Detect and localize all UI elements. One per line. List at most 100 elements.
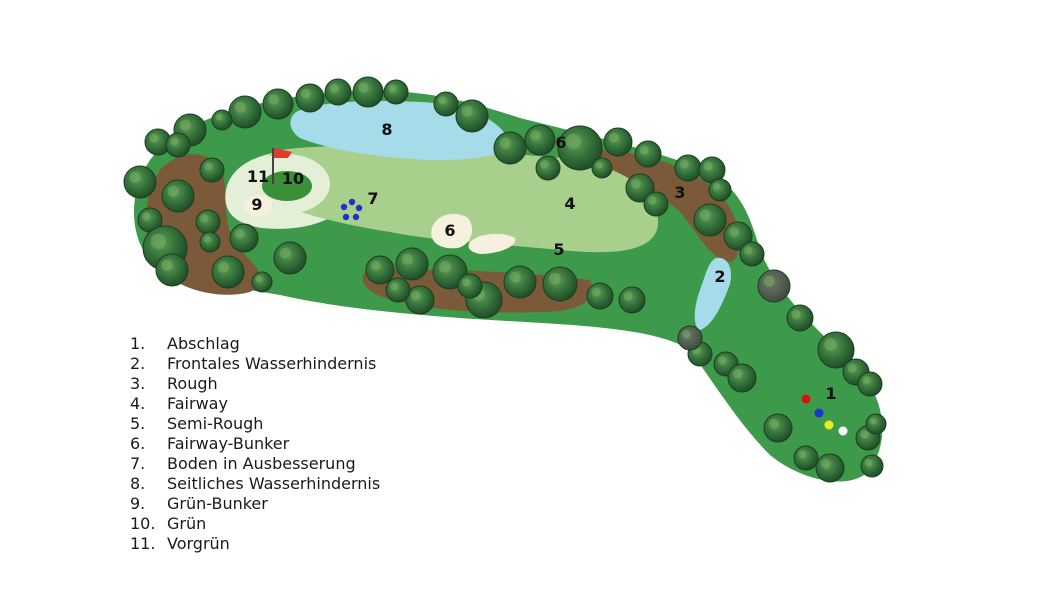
tree-icon xyxy=(228,95,262,129)
tree-highlight xyxy=(630,178,641,189)
tree-highlight xyxy=(862,376,871,385)
legend-label: Semi-Rough xyxy=(167,414,264,433)
tree-icon xyxy=(199,231,221,253)
tree-highlight xyxy=(732,368,743,379)
tree-highlight xyxy=(768,418,779,429)
tree-icon xyxy=(757,269,791,303)
legend-label: Grün-Bunker xyxy=(167,494,268,513)
legend-item: 3.Rough xyxy=(130,374,380,394)
tree-highlight xyxy=(204,162,213,171)
tree-highlight xyxy=(548,272,561,285)
tree-icon xyxy=(542,266,578,302)
tree-highlight xyxy=(234,101,246,113)
tree-icon xyxy=(618,286,646,314)
tree-highlight xyxy=(682,330,691,339)
tree-highlight xyxy=(255,275,263,283)
tree-highlight xyxy=(608,132,619,143)
label-semi-rough: 5 xyxy=(553,240,564,259)
legend-item: 2.Frontales Wasserhindernis xyxy=(130,354,380,374)
tree-highlight xyxy=(401,253,413,265)
tree-highlight xyxy=(179,119,191,131)
tree-icon xyxy=(677,325,703,351)
tree-icon xyxy=(383,79,409,105)
legend-item: 6.Fairway-Bunker xyxy=(130,434,380,454)
tree-highlight xyxy=(699,209,711,221)
tree-icon xyxy=(693,203,727,237)
tree-highlight xyxy=(279,247,291,259)
legend-item: 4.Fairway xyxy=(130,394,380,414)
tree-icon xyxy=(643,191,669,217)
tree-icon xyxy=(786,304,814,332)
tree-highlight xyxy=(530,130,541,141)
tree-highlight xyxy=(390,282,399,291)
front-water-hazard xyxy=(694,257,732,330)
tree-highlight xyxy=(215,113,223,121)
tree-highlight xyxy=(820,458,831,469)
legend-item: 11.Vorgrün xyxy=(130,534,380,554)
tree-icon xyxy=(455,99,489,133)
tree-icon xyxy=(262,88,294,120)
tree-highlight xyxy=(712,182,721,191)
label-side-water: 8 xyxy=(381,120,392,139)
legend-label: Vorgrün xyxy=(167,534,230,553)
tree-highlight xyxy=(170,137,179,146)
label-fairway: 4 xyxy=(564,194,575,213)
tree-highlight xyxy=(149,133,159,143)
tree-icon xyxy=(273,241,307,275)
legend-list: 1.Abschlag 2.Frontales Wasserhindernis 3… xyxy=(130,334,380,554)
tree-highlight xyxy=(462,278,471,287)
tree-icon xyxy=(860,454,884,478)
tree-highlight xyxy=(798,450,807,459)
tree-highlight xyxy=(438,96,447,105)
label-rough: 3 xyxy=(674,183,685,202)
legend-label: Boden in Ausbesserung xyxy=(167,454,356,473)
putting-green xyxy=(262,171,312,201)
tree-highlight xyxy=(200,214,209,223)
tree-icon xyxy=(199,157,225,183)
tree-icon xyxy=(524,124,556,156)
tree-highlight xyxy=(860,430,869,439)
tree-group xyxy=(123,76,887,483)
legend-number: 7. xyxy=(130,454,146,473)
tree-highlight xyxy=(824,338,837,351)
tee-marker-yellow xyxy=(824,420,834,430)
tree-highlight xyxy=(150,233,167,250)
legend-number: 3. xyxy=(130,374,146,393)
tree-highlight xyxy=(129,171,141,183)
tree-icon xyxy=(503,265,537,299)
tree-highlight xyxy=(203,235,211,243)
tree-highlight xyxy=(217,261,229,273)
tree-highlight xyxy=(565,133,582,150)
repair-marker-icon xyxy=(340,198,363,221)
legend-item: 7. Boden in Ausbesserung xyxy=(130,454,380,474)
legend-number: 4. xyxy=(130,394,146,413)
tree-icon xyxy=(123,165,157,199)
tree-icon xyxy=(674,154,702,182)
fairway-bunker-1 xyxy=(431,213,473,249)
tree-icon xyxy=(195,209,221,235)
tree-icon xyxy=(865,413,887,435)
tree-highlight xyxy=(410,290,421,301)
tree-icon xyxy=(385,277,411,303)
tree-highlight xyxy=(791,309,801,319)
tree-highlight xyxy=(161,259,173,271)
tree-highlight xyxy=(388,84,397,93)
tree-highlight xyxy=(728,226,739,237)
legend-item: 9.Grün-Bunker xyxy=(130,494,380,514)
tree-highlight xyxy=(300,88,311,99)
tree-highlight xyxy=(679,159,689,169)
label-front-water: 2 xyxy=(714,267,725,286)
tee-marker-white xyxy=(838,426,848,436)
tree-icon xyxy=(365,255,395,285)
label-green-bunker: 9 xyxy=(251,195,262,214)
legend-number: 5. xyxy=(130,414,146,433)
tree-icon xyxy=(211,255,245,289)
tree-highlight xyxy=(763,275,775,287)
tree-icon xyxy=(457,273,483,299)
tree-icon xyxy=(251,271,273,293)
tree-icon xyxy=(352,76,384,108)
tree-highlight xyxy=(370,260,381,271)
label-fringe: 11 xyxy=(247,167,269,186)
side-water-hazard xyxy=(290,101,510,160)
tree-icon xyxy=(535,155,561,181)
